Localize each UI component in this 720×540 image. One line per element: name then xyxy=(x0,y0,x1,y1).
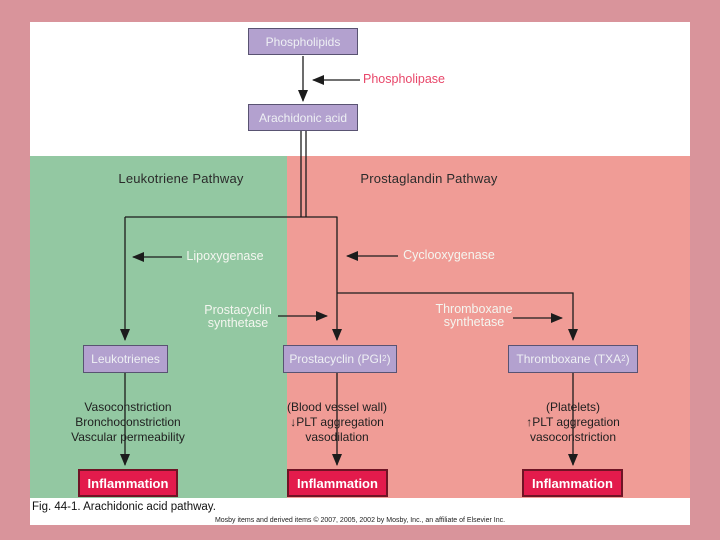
prostacyclin-synthetase-line2: synthetase xyxy=(207,316,269,330)
thromboxane-synthetase-label: Thromboxane synthetase xyxy=(414,303,534,329)
effect-line: vasoconstriction xyxy=(529,430,617,444)
copyright-notice: Mosby items and derived items © 2007, 20… xyxy=(214,517,506,524)
effect-line: Vasoconstriction xyxy=(84,400,172,414)
prostaglandin-pathway-title: Prostaglandin Pathway xyxy=(360,171,498,186)
effect-line: (Platelets) xyxy=(545,400,601,414)
effect-line: ↑PLT aggregation xyxy=(526,415,620,429)
inflammation-box-middle: Inflammation xyxy=(287,469,388,497)
cyclooxygenase-label: Cyclooxygenase xyxy=(403,248,495,262)
node-phospholipids: Phospholipids xyxy=(248,28,358,55)
lipoxygenase-label: Lipoxygenase xyxy=(186,249,264,263)
prostacyclin-synthetase-line1: Prostacyclin xyxy=(204,303,272,317)
effect-line: (Blood vessel wall) xyxy=(286,400,388,414)
thromboxane-close-paren: ) xyxy=(625,352,630,366)
leukotriene-pathway-region xyxy=(30,156,287,498)
effect-line: vasodilation xyxy=(305,430,369,444)
leukotriene-effects: Vasoconstriction Bronchoconstriction Vas… xyxy=(48,400,208,445)
phospholipase-label: Phospholipase xyxy=(363,72,446,86)
effect-line: Bronchoconstriction xyxy=(75,415,181,429)
inflammation-box-left: Inflammation xyxy=(78,469,178,497)
prostacyclin-close-paren: ) xyxy=(386,352,391,366)
prostacyclin-text: Prostacyclin (PGI xyxy=(289,352,383,366)
effect-line: ↓PLT aggregation xyxy=(290,415,384,429)
figure-caption: Fig. 44-1. Arachidonic acid pathway. xyxy=(32,501,216,513)
thromboxane-synthetase-line2: synthetase xyxy=(443,315,505,329)
prostacyclin-effects: (Blood vessel wall) ↓PLT aggregation vas… xyxy=(257,400,417,445)
thromboxane-effects: (Platelets) ↑PLT aggregation vasoconstri… xyxy=(493,400,653,445)
inflammation-box-right: Inflammation xyxy=(522,469,623,497)
prostacyclin-synthetase-label: Prostacyclin synthetase xyxy=(178,304,298,330)
leukotriene-pathway-title: Leukotriene Pathway xyxy=(118,171,244,186)
thromboxane-text: Thromboxane (TXA xyxy=(516,352,622,366)
effect-line: Vascular permeability xyxy=(71,430,185,444)
node-leukotrienes: Leukotrienes xyxy=(83,345,168,373)
node-arachidonic-acid: Arachidonic acid xyxy=(248,104,358,131)
